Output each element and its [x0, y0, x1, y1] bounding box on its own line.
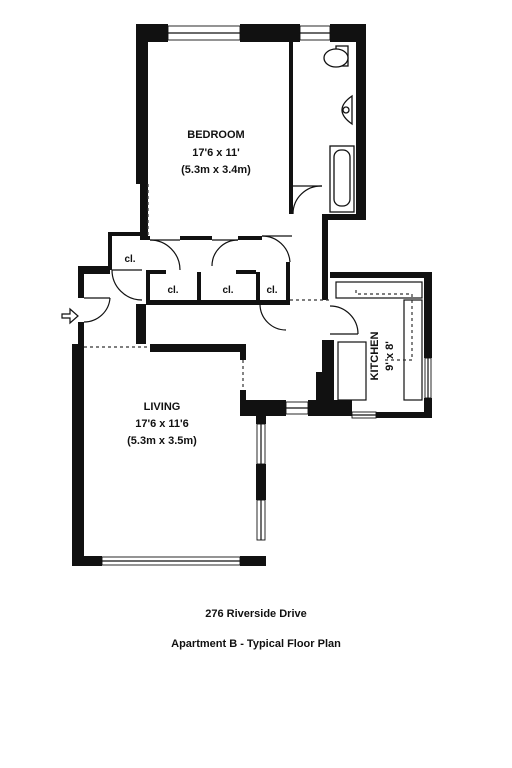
closet-label: cl. [124, 254, 135, 265]
kitchen-name: KITCHEN [369, 332, 381, 381]
living-dims-imperial: 17'6 x 11'6 [135, 418, 189, 430]
windows [101, 25, 432, 566]
bedroom-dims-metric: (5.3m x 3.4m) [181, 164, 251, 176]
room-labels: BEDROOM 17'6 x 11' (5.3m x 3.4m) LIVING … [124, 129, 396, 447]
kitchen-stove [337, 341, 367, 401]
openings [84, 184, 330, 390]
living-dims-metric: (5.3m x 3.5m) [127, 435, 197, 447]
kitchen-sink [403, 299, 423, 401]
kitchen-counter [335, 281, 423, 299]
toilet-icon [323, 45, 349, 68]
address-caption: 276 Riverside Drive [205, 608, 307, 620]
kitchen-fixtures [335, 281, 423, 401]
sink-icon [341, 94, 353, 126]
bedroom-name: BEDROOM [187, 129, 244, 141]
closet-label: cl. [167, 285, 178, 296]
closet-label: cl. [266, 285, 277, 296]
walls [72, 24, 432, 566]
living-name: LIVING [144, 401, 181, 413]
bedroom-dims-imperial: 17'6 x 11' [192, 147, 240, 159]
doors [83, 185, 359, 335]
bathroom-fixtures [323, 45, 355, 213]
entry-arrow-icon [61, 307, 79, 325]
plan-subtitle: Apartment B - Typical Floor Plan [171, 638, 341, 650]
closet-label: cl. [222, 285, 233, 296]
bathtub-icon [329, 145, 355, 213]
kitchen-dims: 9' x 8' [384, 341, 396, 371]
